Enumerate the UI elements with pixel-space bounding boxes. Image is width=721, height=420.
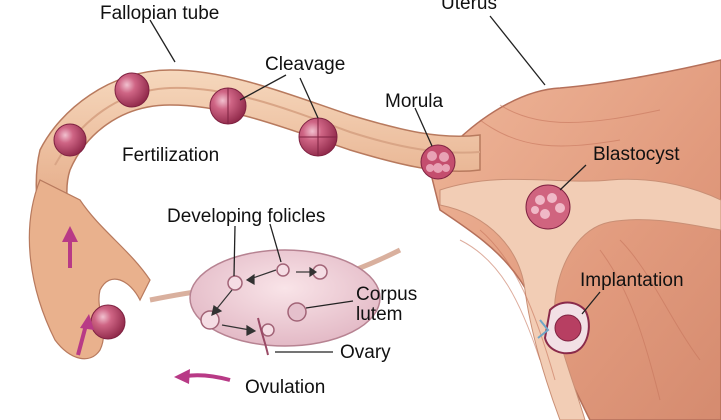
leader-lines xyxy=(149,15,601,353)
label-corpus-lutem: Corpus lutem xyxy=(356,284,418,325)
tube-lumen xyxy=(54,86,481,166)
motion-arrow-icon xyxy=(62,226,231,384)
label-cleavage: Cleavage xyxy=(265,54,346,75)
motion-arrow-icon xyxy=(211,266,318,336)
label-implantation: Implantation xyxy=(580,270,684,291)
label-fertilization: Fertilization xyxy=(122,145,220,166)
label-developing-follicles: Developing folicles xyxy=(167,206,326,227)
egg-cell-icon xyxy=(53,72,338,340)
label-blastocyst: Blastocyst xyxy=(593,144,680,165)
label-fallopian-tube: Fallopian tube xyxy=(100,3,220,24)
ovary-body xyxy=(189,249,381,347)
implantation-site xyxy=(537,301,590,355)
label-morula: Morula xyxy=(385,91,444,112)
muscle-fibers xyxy=(459,104,701,401)
follicles xyxy=(200,263,328,337)
fimbriae xyxy=(28,179,151,360)
rupture-site xyxy=(257,317,269,356)
label-ovary: Ovary xyxy=(340,342,391,363)
morula xyxy=(420,144,456,180)
label-ovulation: Ovulation xyxy=(245,377,326,398)
label-uterus: Uterus xyxy=(441,0,497,14)
blastocyst xyxy=(525,184,571,230)
